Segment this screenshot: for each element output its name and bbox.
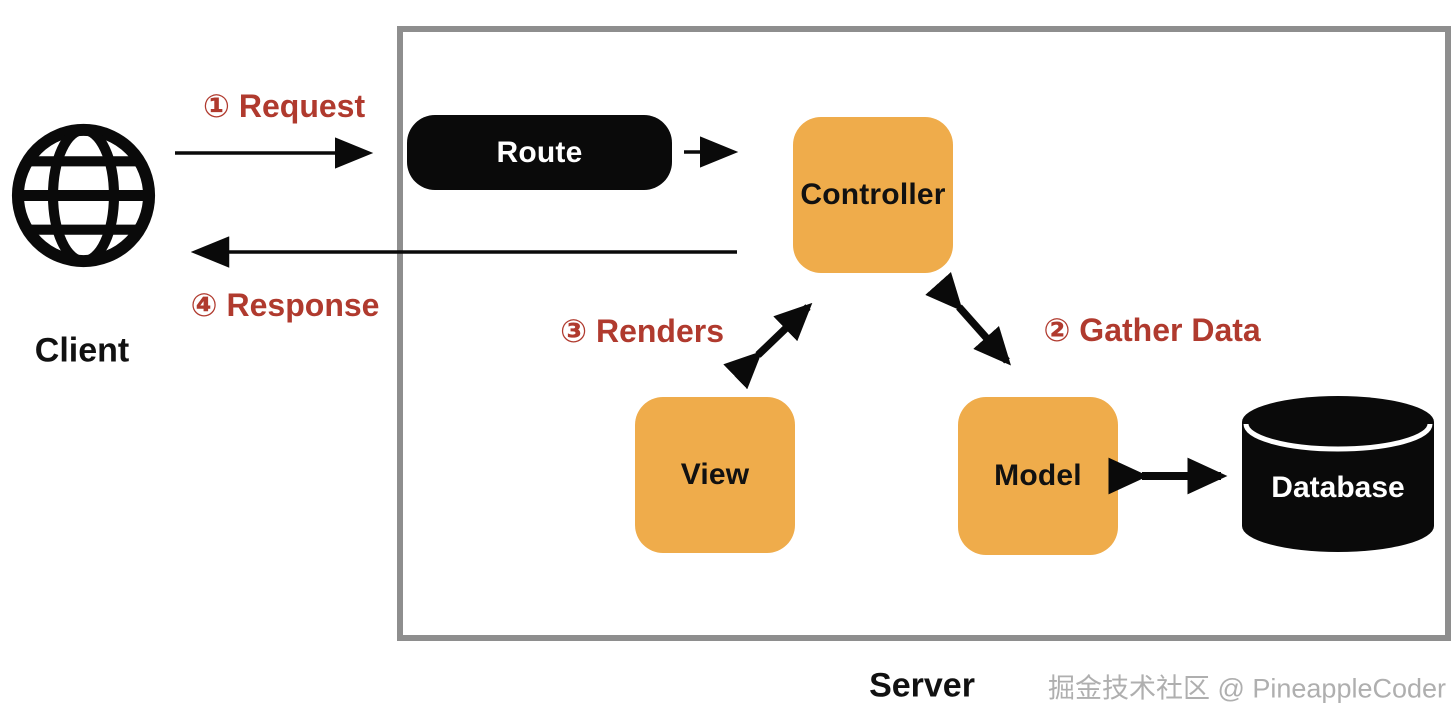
database-node-label: Database: [1271, 471, 1404, 504]
flow-label-renders: ③ Renders: [559, 313, 725, 349]
server-boundary-box: [397, 26, 1451, 641]
watermark-text: 掘金技术社区 @ PineappleCoder: [1047, 673, 1447, 704]
route-node: Route: [407, 115, 672, 190]
server-label: Server: [869, 666, 975, 705]
view-node-label: View: [680, 458, 750, 491]
controller-node: Controller: [793, 117, 953, 273]
view-node: View: [635, 397, 795, 553]
flow-label-gather-data: ② Gather Data: [1043, 312, 1261, 348]
flow-label-request: ① Request: [202, 88, 366, 124]
model-node: Model: [958, 397, 1118, 555]
model-node-label: Model: [994, 459, 1082, 492]
database-cylinder-icon: Database: [1240, 392, 1436, 554]
client-label: Client: [34, 331, 130, 370]
route-node-label: Route: [496, 135, 583, 169]
controller-node-label: Controller: [800, 178, 946, 211]
flow-label-response: ④ Response: [190, 287, 380, 323]
globe-icon: [5, 117, 162, 274]
